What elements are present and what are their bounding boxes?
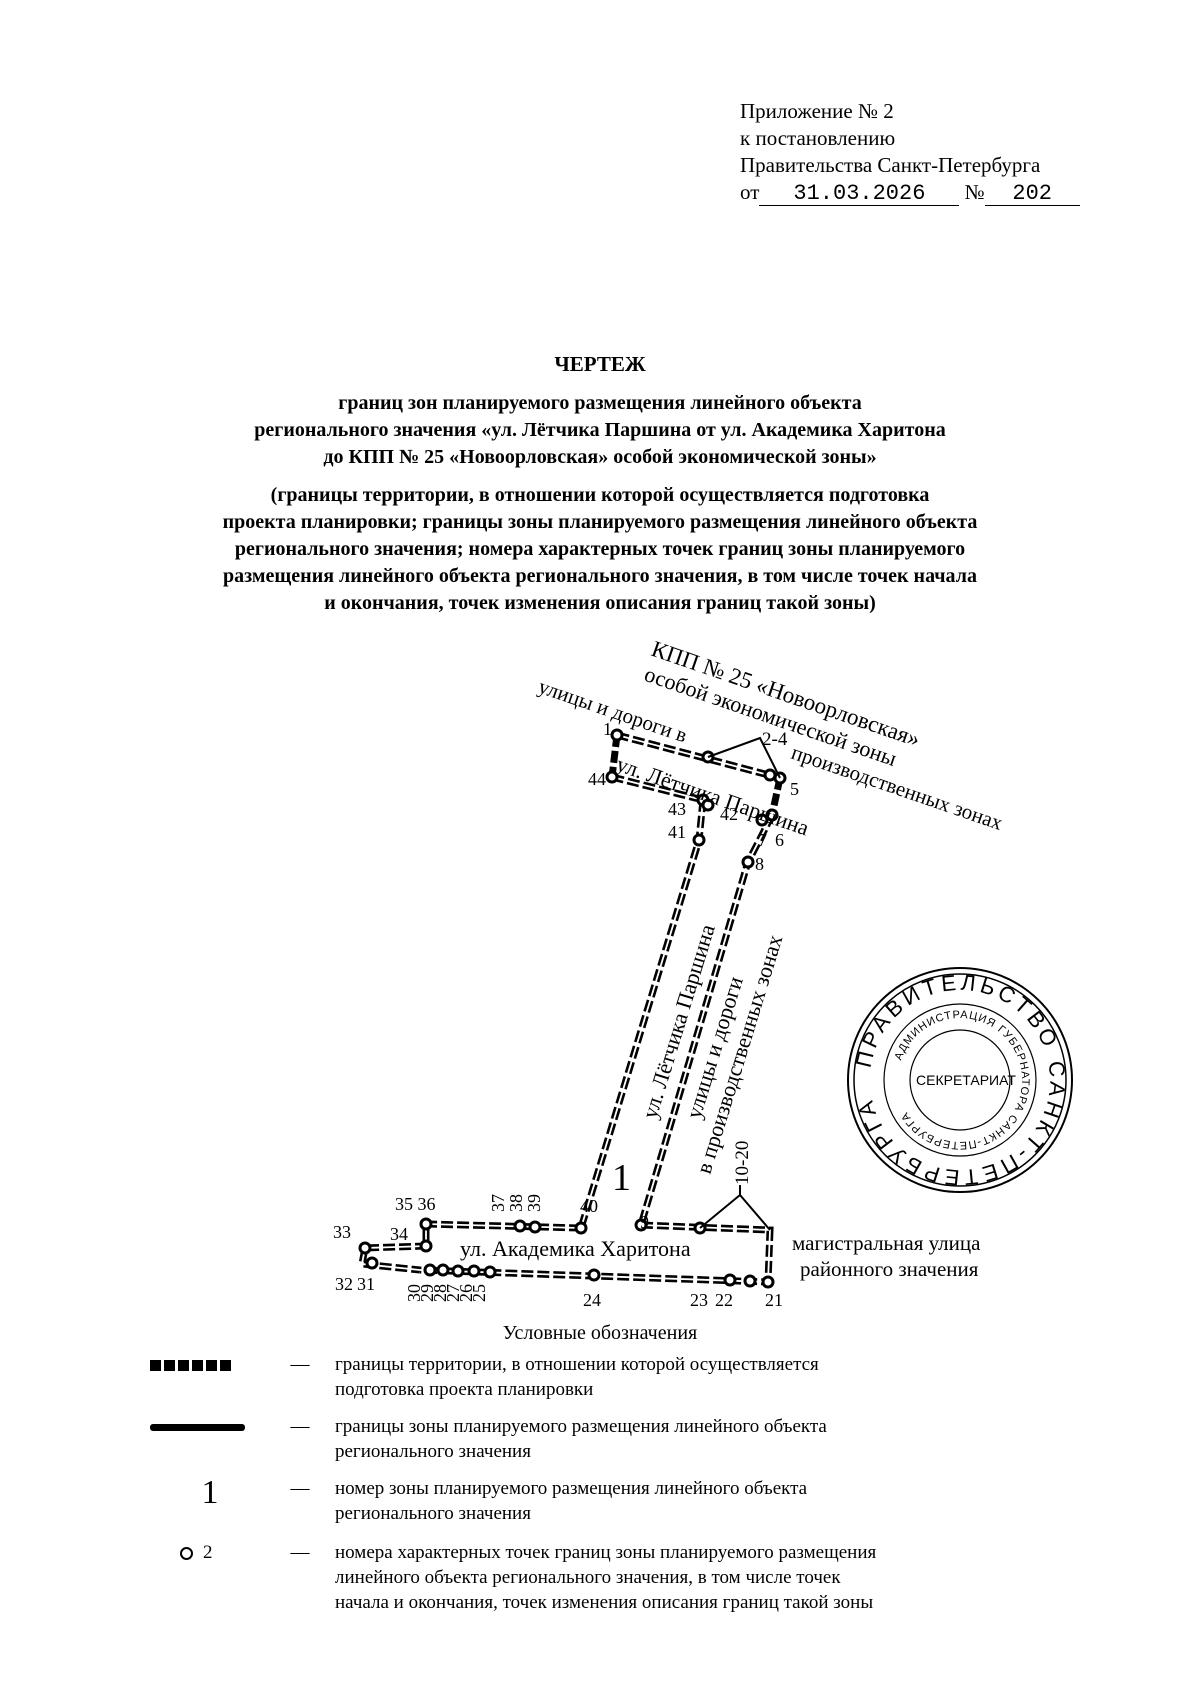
point-9: 9 xyxy=(640,1212,649,1232)
page-subtitle: границ зон планируемого размещения линей… xyxy=(0,390,1200,471)
zone-map: КПП № 25 «Новоорловская» особой экономич… xyxy=(333,636,1073,1310)
legend-item-point-numbers: 2 — номера характерных точек границ зоны… xyxy=(150,1540,1050,1620)
point-25: 25 xyxy=(469,1284,489,1302)
zone-number-symbol: 1 xyxy=(201,1474,219,1511)
point-23: 23 xyxy=(690,1290,708,1310)
page-title: ЧЕРТЕЖ xyxy=(554,352,646,376)
legend-text-line2: регионального значения xyxy=(335,1441,531,1462)
point-symbol-number: 2 xyxy=(203,1542,213,1563)
legend-dash: — xyxy=(290,1354,310,1375)
label-range-2-4: 2-4 xyxy=(762,729,788,750)
point-5: 5 xyxy=(790,779,799,799)
number-value: 202 xyxy=(984,183,1080,206)
legend-text-line3: начала и окончания, точек изменения опис… xyxy=(335,1592,874,1613)
number-prefix: № xyxy=(964,180,985,204)
point-31: 31 xyxy=(357,1274,375,1294)
label-zone-number: 1 xyxy=(612,1157,631,1199)
legend-text-line1: границы зоны планируемого размещения лин… xyxy=(335,1416,827,1437)
point-30: 30 xyxy=(404,1284,424,1302)
point-24: 24 xyxy=(583,1290,601,1310)
label-street-bottom: ул. Академика Харитона xyxy=(460,1236,691,1261)
label-arterial-line2: районного значения xyxy=(800,1257,979,1281)
point-7: 7 xyxy=(758,830,767,850)
desc-line-4: размещения линейного объекта регионально… xyxy=(223,565,977,587)
point-symbol: 2 xyxy=(180,1540,260,1565)
circle-icon xyxy=(180,1547,193,1561)
legend-text-line2: регионального значения xyxy=(335,1503,531,1524)
desc-line-2: проекта планировки; границы зоны планиру… xyxy=(222,511,978,533)
page-description: (границы территории, в отношении которой… xyxy=(0,482,1200,617)
legend-item-zone-boundary: — границы зоны планируемого размещения л… xyxy=(150,1414,1050,1470)
subtitle-line-2: регионального значения «ул. Лётчика Парш… xyxy=(254,419,946,441)
legend-text-line1: границы территории, в отношении которой … xyxy=(335,1354,819,1375)
legend-text-line1: номера характерных точек границ зоны пла… xyxy=(335,1542,877,1563)
legend-text-line1: номер зоны планируемого размещения линей… xyxy=(335,1478,808,1499)
point-28: 28 xyxy=(430,1284,450,1302)
point-44: 44 xyxy=(588,769,606,789)
point-8: 8 xyxy=(755,854,764,874)
solid-boundary-symbol xyxy=(150,1414,260,1431)
point-43: 43 xyxy=(668,799,686,819)
label-street-top: ул. Лётчика Паршина xyxy=(613,751,812,840)
appendix-line-1: Приложение № 2 xyxy=(740,99,894,123)
legend-item-territory-boundary: — границы территории, в отношении которо… xyxy=(150,1352,1050,1408)
callout-lines xyxy=(699,736,781,1231)
legend-item-zone-number: 1 — номер зоны планируемого размещения л… xyxy=(150,1476,1050,1532)
map-labels: КПП № 25 «Новоорловская» особой экономич… xyxy=(333,636,1006,1310)
point-1: 1 xyxy=(603,719,612,739)
desc-line-1: (границы территории, в отношении которой… xyxy=(270,484,930,506)
appendix-line-2: к постановлению xyxy=(740,126,896,150)
point-6: 6 xyxy=(775,830,784,850)
date-prefix: от xyxy=(740,180,760,204)
point-22: 22 xyxy=(715,1290,733,1310)
label-range-10-20: 10-20 xyxy=(732,1141,753,1185)
point-39: 39 xyxy=(524,1194,544,1212)
legend-text-line2: подготовка проекта планировки xyxy=(335,1379,594,1400)
point-35-36: 35 36 xyxy=(395,1194,436,1214)
point-29: 29 xyxy=(417,1284,437,1302)
label-arterial-line1: магистральная улица xyxy=(792,1231,981,1255)
appendix-block: Приложение № 2 к постановлению Правитель… xyxy=(740,98,1080,206)
point-32: 32 xyxy=(335,1274,353,1294)
point-26: 26 xyxy=(456,1284,476,1302)
official-stamp: ПРАВИТЕЛЬСТВО САНКТ-ПЕТЕРБУРГА АДМИНИСТР… xyxy=(847,967,1073,1193)
point-numbers: 1 5 6 7 8 9 21 22 23 24 32 31 33 34 35 3… xyxy=(333,719,799,1310)
point-33: 33 xyxy=(333,1222,351,1242)
characteristic-points xyxy=(358,728,787,1289)
date-value: 31.03.2026 xyxy=(759,183,960,206)
legend-text-line2: линейного объекта регионального значения… xyxy=(335,1567,841,1588)
appendix-line-3: Правительства Санкт-Петербурга xyxy=(740,153,1041,177)
point-40: 40 xyxy=(580,1196,598,1216)
desc-line-3: регионального значения; номера характерн… xyxy=(234,538,966,560)
point-38: 38 xyxy=(506,1194,526,1212)
desc-line-5: и окончания, точек изменения описания гр… xyxy=(324,592,876,614)
point-21: 21 xyxy=(765,1290,783,1310)
point-41: 41 xyxy=(668,822,686,842)
point-34: 34 xyxy=(390,1224,408,1244)
legend-dash: — xyxy=(290,1542,310,1563)
subtitle-line-1: границ зон планируемого размещения линей… xyxy=(338,392,862,414)
legend-dash: — xyxy=(290,1478,310,1499)
stamp-center-text: СЕКРЕТАРИАТ xyxy=(916,1072,1016,1088)
point-42: 42 xyxy=(720,804,738,824)
legend-dash: — xyxy=(290,1416,310,1437)
legend-title: Условные обозначения xyxy=(502,1322,698,1344)
point-37: 37 xyxy=(488,1194,508,1212)
dashed-boundary-symbol xyxy=(150,1352,260,1371)
subtitle-line-3: до КПП № 25 «Новоорловская» особой эконо… xyxy=(323,446,877,468)
point-27: 27 xyxy=(443,1284,463,1302)
